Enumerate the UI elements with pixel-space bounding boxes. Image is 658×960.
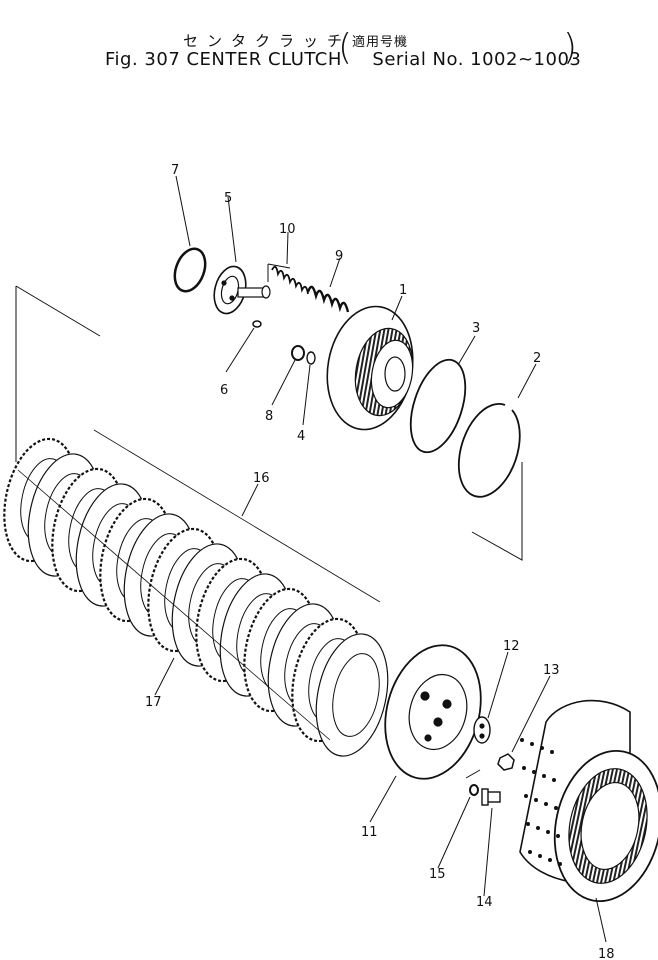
- drum-hole: [530, 742, 534, 746]
- drum-hole: [520, 738, 524, 742]
- clutch-plate-inner: [332, 653, 380, 737]
- callout-9: 9: [335, 249, 343, 264]
- drum-hole: [552, 778, 556, 782]
- callout-15: 15: [429, 867, 446, 882]
- drum-hole: [522, 766, 526, 770]
- drum-hole: [542, 774, 546, 778]
- callout-3: 3: [472, 321, 480, 336]
- model-japanese: 適用号機: [352, 35, 409, 50]
- callout-5: 5: [224, 191, 232, 206]
- drum-hole: [524, 794, 528, 798]
- callout-13: 13: [543, 663, 560, 678]
- part-4-ring: [302, 351, 316, 426]
- callout-16: 16: [253, 471, 270, 486]
- callout-12: 12: [503, 639, 520, 654]
- serial-label: Serial No. 1002~1003: [372, 49, 582, 70]
- assembly-bracket: [15, 285, 523, 561]
- part-5-hub: [213, 196, 271, 315]
- callout-10: 10: [279, 222, 296, 237]
- close-paren: ): [563, 27, 578, 68]
- callout-8: 8: [265, 409, 273, 424]
- part-16-17-clutch-plates: [3, 429, 389, 757]
- part-9-large-spring: [306, 257, 350, 313]
- callout-1: 1: [399, 283, 407, 298]
- part-13-nut: [497, 675, 551, 771]
- part-7-o-ring: [173, 175, 207, 293]
- drum-hole: [558, 862, 562, 866]
- part-1-clutch-drum: [326, 295, 414, 431]
- figure-title: Fig. 307 CENTER CLUTCH Serial No. 1002~1…: [105, 49, 581, 70]
- drum-hole: [536, 826, 540, 830]
- open-paren: (: [338, 27, 353, 68]
- part-10-small-spring: [267, 231, 309, 295]
- drum-hole: [532, 770, 536, 774]
- figure-title-text: Fig. 307 CENTER CLUTCH: [105, 49, 342, 70]
- drum-hole: [534, 798, 538, 802]
- drum-hole: [528, 850, 532, 854]
- drum-hole: [554, 806, 558, 810]
- drum-hole: [526, 822, 530, 826]
- part-2-circlip: [457, 363, 537, 498]
- drum-hole: [556, 834, 560, 838]
- title-japanese: センタクラッチ: [183, 32, 352, 50]
- part-3-snap-ring: [409, 335, 476, 454]
- clutch-plate: [315, 633, 389, 757]
- part-11-pressure-plate: [369, 644, 482, 823]
- callout-2: 2: [533, 351, 541, 366]
- callout-7: 7: [171, 163, 179, 178]
- part-15-washer: [437, 784, 479, 869]
- part-18-outer-drum: [519, 699, 658, 943]
- callout-labels: 7 5 10 9 1 3 2 6 8 4 16 17 12 13 11 15 1…: [145, 163, 615, 960]
- callout-4: 4: [297, 429, 305, 444]
- drum-hole: [550, 750, 554, 754]
- part-14-bolt: [465, 769, 501, 897]
- drum-hole: [540, 746, 544, 750]
- drum-hole: [546, 830, 550, 834]
- callout-11: 11: [361, 825, 378, 840]
- drum-hole: [544, 802, 548, 806]
- drum-hole: [538, 854, 542, 858]
- part-6-small-ring: [225, 320, 262, 373]
- part-12-lock-plate: [473, 651, 509, 744]
- drum-hole: [548, 858, 552, 862]
- callout-18: 18: [598, 947, 615, 960]
- part-8-washer: [271, 345, 305, 406]
- callout-14: 14: [476, 895, 493, 910]
- callout-17: 17: [145, 695, 162, 710]
- callout-6: 6: [220, 383, 228, 398]
